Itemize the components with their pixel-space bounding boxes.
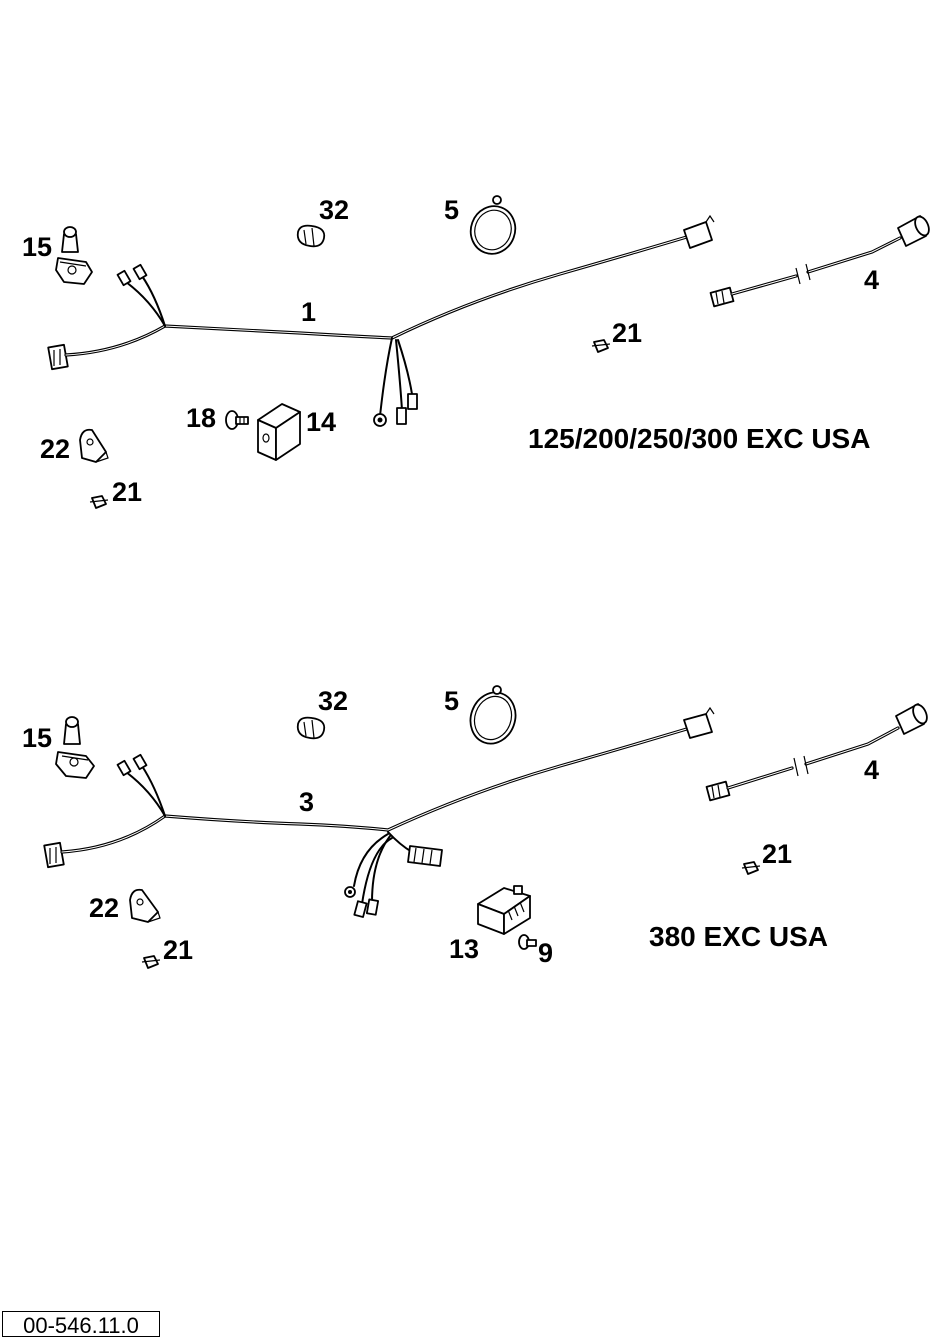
screw-part-9 bbox=[518, 934, 537, 950]
callout-5-bottom: 5 bbox=[444, 686, 459, 716]
holder-part-32-bottom bbox=[296, 716, 326, 740]
callout-15-bottom: 15 bbox=[22, 723, 52, 753]
callout-21-top-left: 21 bbox=[112, 477, 142, 507]
callout-22-top: 22 bbox=[40, 434, 70, 464]
switch-part-15-top bbox=[55, 226, 93, 285]
model-label-bottom: 380 EXC USA bbox=[649, 921, 828, 952]
callout-32-bottom: 32 bbox=[318, 686, 348, 716]
harness-part-3 bbox=[43, 706, 715, 918]
screw-part-18 bbox=[225, 410, 249, 430]
clip-part-21-bottom-right bbox=[741, 861, 761, 875]
cable-part-4-top bbox=[709, 215, 930, 308]
clip-part-21-top-right bbox=[591, 339, 611, 353]
cable-tie-part-5-bottom bbox=[469, 685, 517, 745]
callout-5-top: 5 bbox=[444, 195, 459, 225]
callout-18: 18 bbox=[186, 403, 216, 433]
callout-14: 14 bbox=[306, 407, 336, 437]
model-label-top: 125/200/250/300 EXC USA bbox=[528, 423, 870, 454]
callout-22-bottom: 22 bbox=[89, 893, 119, 923]
callout-3: 3 bbox=[299, 787, 314, 817]
callout-4-top: 4 bbox=[864, 265, 879, 295]
regulator-part-13 bbox=[477, 885, 531, 935]
callout-1: 1 bbox=[301, 297, 316, 327]
callout-21-top-right: 21 bbox=[612, 318, 642, 348]
callout-13: 13 bbox=[449, 934, 479, 964]
clip-part-21-bottom-left bbox=[141, 955, 161, 969]
diagram-code: 00-546.11.0 bbox=[23, 1313, 139, 1338]
callout-32-top: 32 bbox=[319, 195, 349, 225]
callout-9: 9 bbox=[538, 938, 553, 968]
cable-tie-part-5-top bbox=[469, 195, 517, 255]
bracket-part-22-bottom bbox=[129, 888, 161, 923]
clip-part-21-top-left bbox=[89, 495, 109, 509]
holder-part-32-top bbox=[296, 224, 326, 248]
group-1: 15 32 5 1 4 21 18 14 22 21 125/200/250/3… bbox=[22, 195, 930, 509]
module-part-14 bbox=[257, 403, 301, 461]
switch-part-15-bottom bbox=[55, 716, 95, 779]
cable-part-4-bottom bbox=[705, 703, 928, 802]
callout-15-top: 15 bbox=[22, 232, 52, 262]
diagram-code-box: 00-546.11.0 bbox=[2, 1311, 160, 1338]
group-2: 15 32 5 3 4 21 22 21 13 9 380 EXC USA bbox=[22, 685, 928, 969]
harness-part-1 bbox=[47, 214, 715, 427]
callout-21-bottom-right: 21 bbox=[762, 839, 792, 869]
callout-21-bottom-left: 21 bbox=[163, 935, 193, 965]
callout-4-bottom: 4 bbox=[864, 755, 879, 785]
bracket-part-22-top bbox=[79, 428, 109, 463]
